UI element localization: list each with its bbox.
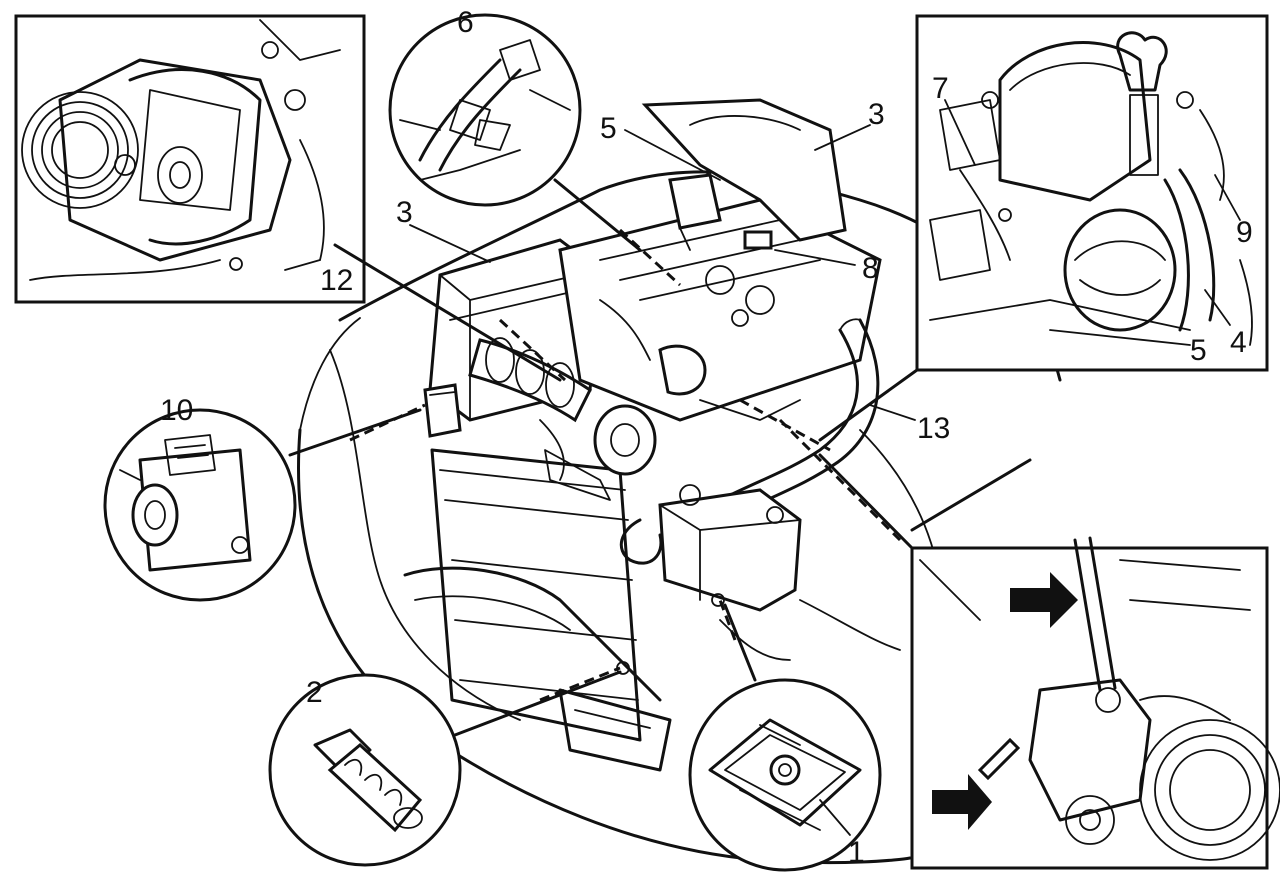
callout-labels: 1 2 3 3 4 5 5 6 7 8 9 10 12 13	[160, 6, 1253, 869]
callout-7: 7	[932, 72, 949, 105]
callout-5-inset: 5	[1190, 334, 1207, 367]
callout-12: 12	[320, 264, 353, 297]
inset-belt-tensioner	[910, 536, 1280, 870]
inset-right-sensor-detail	[915, 14, 1269, 372]
callout-9: 9	[1236, 216, 1253, 249]
callout-5-main: 5	[600, 112, 617, 145]
callout-1: 1	[848, 836, 865, 869]
callout-6: 6	[457, 6, 474, 39]
callout-13: 13	[917, 412, 950, 445]
detail-circle-2	[268, 673, 462, 867]
leader-lines	[284, 99, 1241, 836]
engine-bay-main-view	[297, 98, 1062, 865]
callout-3-main: 3	[396, 196, 413, 229]
inset-12-pump-detail	[14, 14, 366, 304]
detail-circle-6	[388, 13, 582, 207]
detail-circle-10	[103, 408, 297, 602]
callout-4: 4	[1230, 326, 1247, 359]
callout-2: 2	[306, 676, 323, 709]
callout-3-top: 3	[868, 98, 885, 131]
callout-10: 10	[160, 394, 193, 427]
callout-8: 8	[862, 252, 879, 285]
detail-circle-1	[688, 678, 882, 872]
